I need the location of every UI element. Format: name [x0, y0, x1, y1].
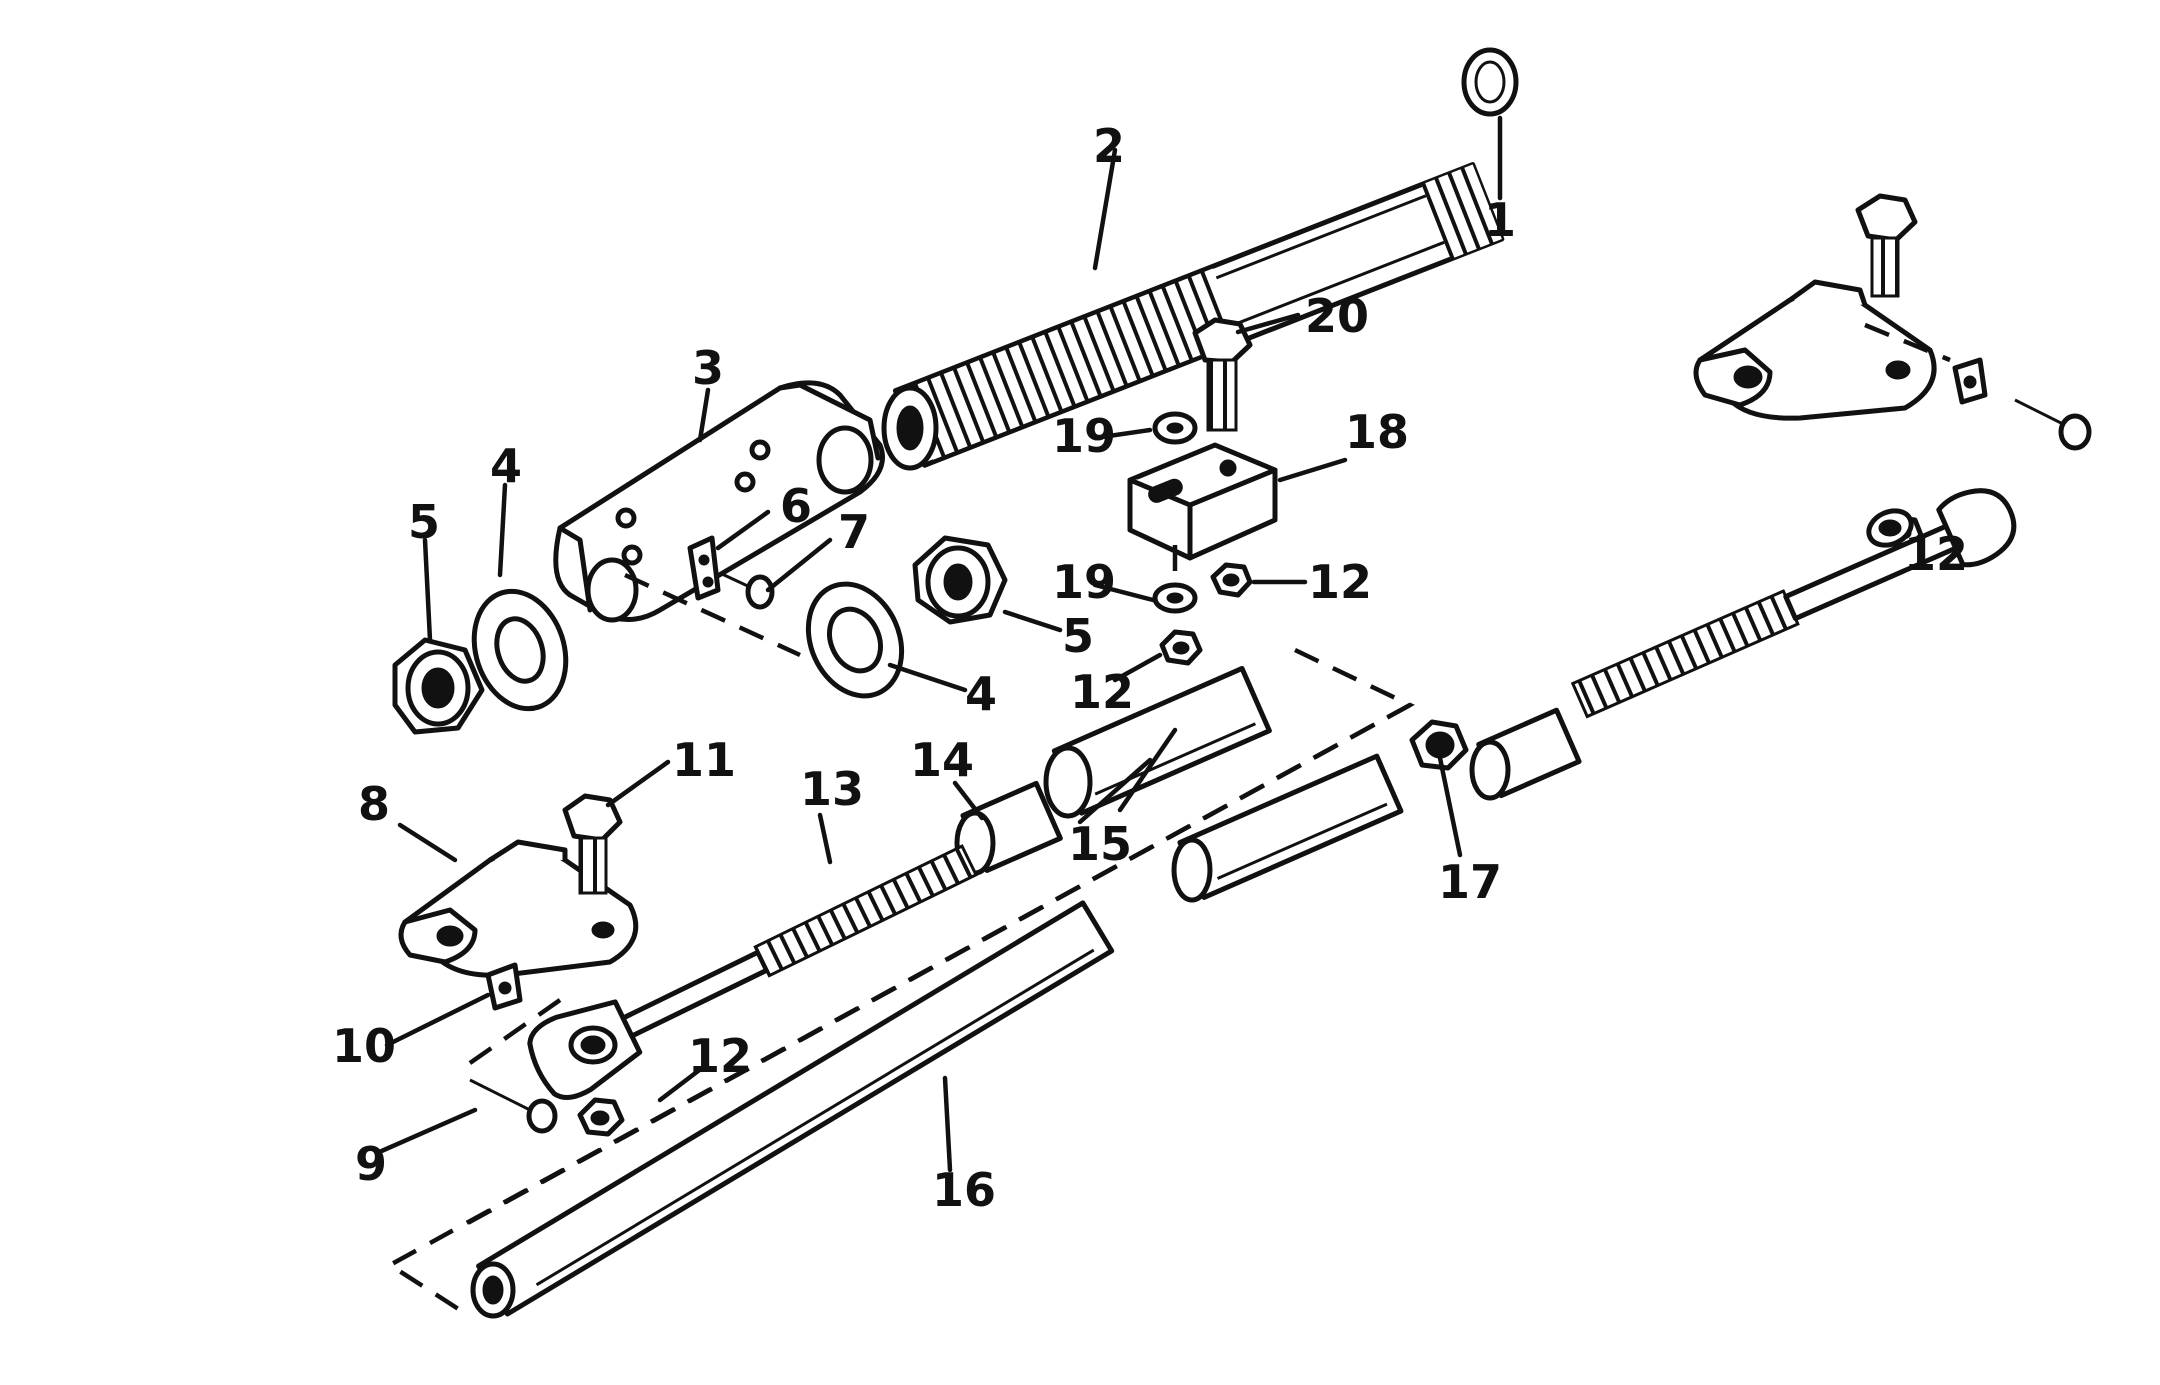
part-12-nut-d — [577, 1097, 625, 1137]
part-12-nut-b — [1159, 629, 1203, 666]
callout-5-left: 5 — [408, 495, 440, 549]
callout-6: 6 — [780, 479, 812, 533]
part-9-screw — [469, 1078, 558, 1134]
part-10-plate — [485, 962, 523, 1011]
part-19-washer-lower — [1152, 582, 1198, 614]
part-7-screw — [721, 572, 775, 610]
callout-16: 16 — [932, 1163, 996, 1217]
part-6-plate — [687, 535, 721, 601]
part-17-nut — [1409, 719, 1469, 771]
part-8-steering-bracket — [398, 839, 639, 978]
callout-18: 18 — [1345, 405, 1409, 459]
callout-labels: 1 2 3 4 4 5 5 6 7 8 9 10 11 12 12 12 12 … — [332, 119, 1968, 1217]
callout-11: 11 — [672, 733, 736, 787]
callout-2: 2 — [1093, 119, 1125, 173]
callout-9: 9 — [355, 1137, 387, 1191]
callout-3: 3 — [692, 341, 724, 395]
callout-4-lower: 4 — [965, 667, 997, 721]
callout-12-a: 12 — [1308, 555, 1372, 609]
callout-12-c: 12 — [688, 1029, 752, 1083]
part-16-long-tube — [470, 753, 1404, 1319]
part-18-clamp-block — [1127, 442, 1278, 561]
callout-1: 1 — [1484, 193, 1516, 247]
part-15-tube — [1043, 665, 1272, 819]
callout-15: 15 — [1068, 817, 1132, 871]
part-20-bolt — [1192, 317, 1253, 432]
callout-20: 20 — [1305, 289, 1369, 343]
part-5-nut-left — [392, 637, 485, 735]
callout-5-right: 5 — [1062, 609, 1094, 663]
callout-10: 10 — [332, 1019, 396, 1073]
callout-8: 8 — [358, 777, 390, 831]
callout-7: 7 — [838, 505, 870, 559]
right-bracket-plate — [1952, 357, 1988, 405]
right-short-sleeve — [1469, 707, 1582, 801]
part-1-o-ring — [1461, 47, 1519, 117]
callout-4-upper: 4 — [490, 439, 522, 493]
right-bracket-bolt — [1855, 193, 1918, 298]
right-bracket-screw — [2014, 398, 2092, 451]
right-tie-rod-end — [1570, 488, 2017, 719]
assembly-guide-lines — [385, 322, 1951, 1312]
callout-17: 17 — [1438, 855, 1502, 909]
part-13-tie-rod — [527, 844, 979, 1100]
callout-12-b: 12 — [1070, 665, 1134, 719]
part-3-mounting-bracket — [553, 380, 885, 623]
part-4-washer-right — [805, 581, 905, 699]
callout-19-lower: 19 — [1052, 555, 1116, 609]
callout-13: 13 — [800, 762, 864, 816]
part-11-bolt — [562, 793, 623, 895]
part-4-washer-left — [471, 588, 569, 712]
part-5-nut-right — [912, 535, 1008, 625]
part-12-nut-a — [1210, 562, 1253, 598]
part-14-sleeve — [954, 780, 1063, 876]
callout-19-upper: 19 — [1052, 409, 1116, 463]
callout-14: 14 — [910, 733, 974, 787]
callout-12-d: 12 — [1904, 527, 1968, 581]
part-19-washer-upper — [1152, 411, 1198, 445]
right-steering-bracket — [1693, 279, 1937, 421]
leader-lines — [374, 115, 1503, 1173]
